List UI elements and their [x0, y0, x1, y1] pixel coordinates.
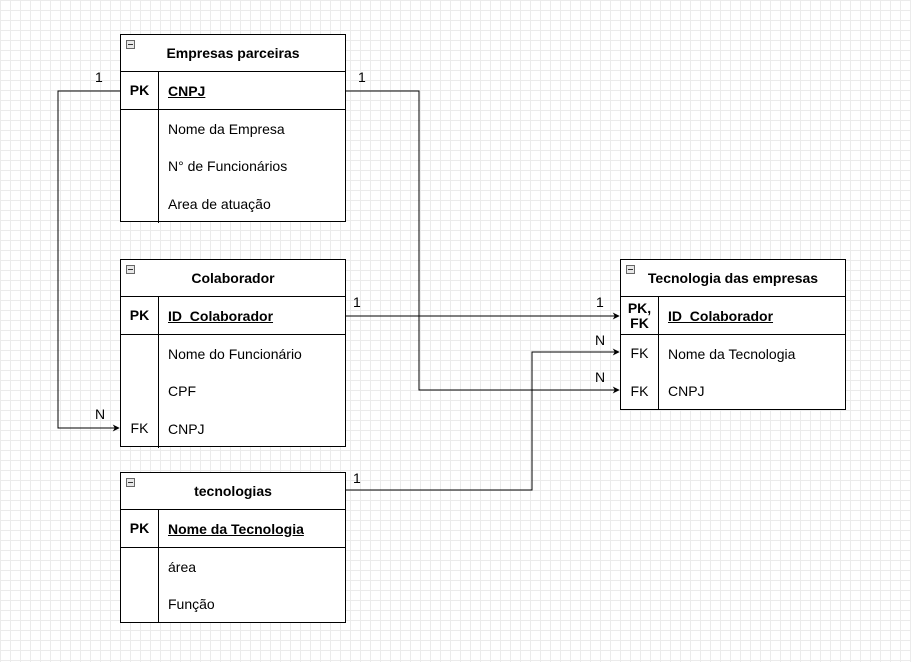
entity-empresas-parceiras[interactable]: Empresas parceiras PK CNPJ Nome da Empre… [120, 34, 346, 223]
fk-row[interactable]: FK Nome da Tecnologia [621, 335, 845, 373]
cardinality-label: N [595, 369, 606, 385]
field-name: CPF [168, 383, 196, 400]
field-name: CNPJ [168, 420, 205, 437]
entity-title: Colaborador [191, 270, 275, 286]
key-label: FK [630, 382, 649, 399]
field-name: Função [168, 596, 215, 613]
pk-row[interactable]: PK, FK ID_Colaborador [621, 297, 845, 335]
key-label: PK [129, 82, 150, 98]
field-name: Nome do Funcionário [168, 345, 302, 362]
key-label: FK [130, 420, 149, 437]
field-name: Nome da Tecnologia [668, 345, 796, 362]
field-row[interactable]: Nome do Funcionário [121, 335, 345, 373]
collapse-icon[interactable] [126, 478, 135, 487]
entity-header: Colaborador [121, 260, 345, 297]
field-row[interactable]: Area de atuação [121, 185, 345, 223]
field-row[interactable]: área [121, 548, 345, 586]
field-name: área [168, 558, 197, 575]
pk-row[interactable]: PK Nome da Tecnologia [121, 510, 345, 548]
cardinality-label: N [595, 332, 606, 348]
entity-header: tecnologias [121, 473, 345, 510]
cardinality-label: 1 [358, 69, 366, 85]
key-label: PK [129, 307, 150, 323]
entity-title: tecnologias [194, 483, 272, 499]
collapse-icon[interactable] [126, 265, 135, 274]
field-name: Nome da Empresa [168, 120, 285, 137]
link-empresas-to-colaborador [57, 90, 120, 432]
field-row[interactable]: N° de Funcionários [121, 148, 345, 186]
link-empresas-to-tecemp [345, 90, 620, 394]
entity-colaborador[interactable]: Colaborador PK ID_Colaborador Nome do Fu… [120, 259, 346, 448]
field-name: Nome da Tecnologia [168, 520, 304, 537]
field-row[interactable]: CPF [121, 373, 345, 411]
field-name: Area de atuação [168, 195, 271, 212]
cardinality-label: 1 [353, 294, 361, 310]
fk-row[interactable]: FK CNPJ [621, 373, 845, 411]
cardinality-label: 1 [95, 69, 103, 85]
field-name: ID_Colaborador [168, 307, 274, 324]
entity-tecnologias[interactable]: tecnologias PK Nome da Tecnologia área F… [120, 472, 346, 623]
collapse-icon[interactable] [126, 40, 135, 49]
cardinality-label: N [95, 406, 106, 422]
field-name: ID_Colaborador [668, 307, 774, 324]
collapse-icon[interactable] [626, 265, 635, 274]
field-row[interactable]: Função [121, 586, 345, 624]
key-label: FK [630, 345, 649, 362]
key-label: PK, FK [627, 299, 652, 331]
entity-header: Empresas parceiras [121, 35, 345, 72]
field-name: N° de Funcionários [168, 158, 288, 175]
field-name: CNPJ [168, 82, 206, 99]
pk-row[interactable]: PK ID_Colaborador [121, 297, 345, 335]
entity-title: Empresas parceiras [166, 45, 300, 61]
cardinality-label: 1 [353, 470, 361, 486]
entity-header: Tecnologia das empresas [621, 260, 845, 297]
link-tecnologias-to-tecemp [345, 348, 620, 491]
key-label: PK [129, 520, 150, 536]
field-name: CNPJ [668, 383, 705, 400]
entity-title: Tecnologia das empresas [647, 270, 819, 286]
entity-tecnologia-das-empresas[interactable]: Tecnologia das empresas PK, FK ID_Colabo… [620, 259, 846, 410]
fk-row[interactable]: FK CNPJ [121, 410, 345, 448]
field-row[interactable]: Nome da Empresa [121, 110, 345, 148]
pk-row[interactable]: PK CNPJ [121, 72, 345, 110]
cardinality-label: 1 [596, 294, 604, 310]
